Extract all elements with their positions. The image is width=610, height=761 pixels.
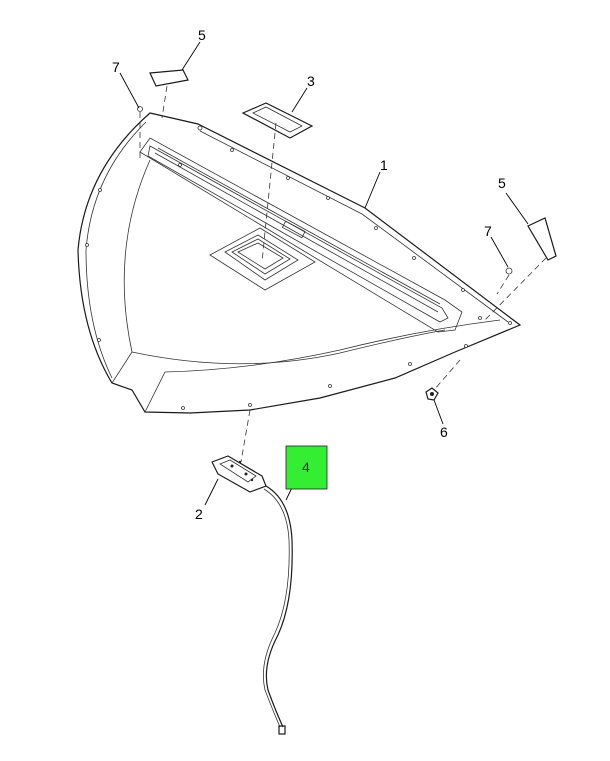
callout-6: 6 — [440, 424, 448, 440]
leader-lines — [119, 41, 529, 506]
callout-5-right: 5 — [498, 175, 506, 191]
callout-4: 4 — [302, 459, 310, 475]
callout-7-left: 7 — [112, 59, 120, 75]
callout-2: 2 — [195, 506, 203, 522]
fastener-holes — [85, 125, 512, 410]
trim-strip-right — [527, 217, 557, 261]
clip-fastener — [425, 387, 439, 401]
wiring-harness — [262, 485, 293, 735]
assembly-lines — [139, 85, 547, 463]
window-trim-ring — [241, 102, 314, 139]
headliner-panel — [77, 112, 522, 414]
callout-4-highlight — [285, 445, 328, 490]
dome-lamp — [211, 455, 267, 493]
trim-strip-left — [149, 69, 189, 87]
callout-5-left: 5 — [198, 27, 206, 43]
callout-1: 1 — [380, 157, 388, 173]
callout-7-right: 7 — [484, 223, 492, 239]
screw-right — [505, 267, 513, 275]
callout-3: 3 — [307, 73, 315, 89]
